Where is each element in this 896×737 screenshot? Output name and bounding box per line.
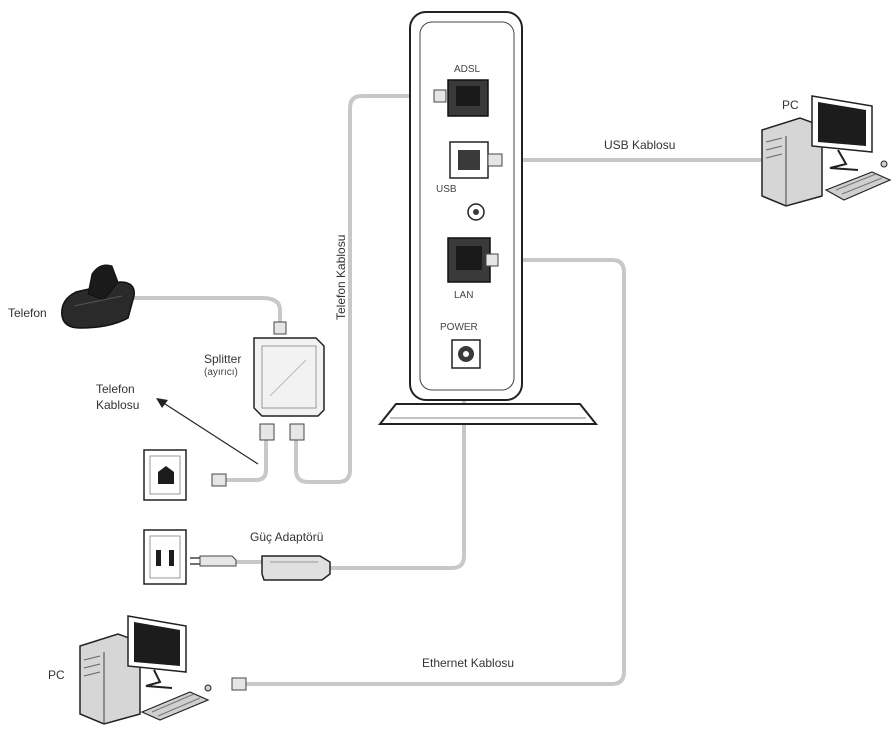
telefon-kablosu-label-line2: Kablosu <box>96 398 140 412</box>
power-adapter <box>261 555 331 581</box>
wall-phone-jack <box>143 449 227 501</box>
splitter-sublabel: (ayırıcı) <box>204 367 238 378</box>
splitter-wall-cable <box>224 438 268 482</box>
router-body <box>409 11 523 401</box>
telefon-label: Telefon <box>8 306 47 320</box>
ethernet-plug <box>231 677 247 691</box>
telephone <box>61 264 135 329</box>
cables <box>128 94 762 686</box>
pc-top-tower <box>761 117 823 207</box>
pc-bottom-keyboard <box>140 691 210 721</box>
pc-bottom-left <box>79 615 247 725</box>
telefon-kablosu-arrow <box>156 398 259 465</box>
modem-router <box>377 11 599 425</box>
ethernet-kablosu-label: Ethernet Kablosu <box>422 656 515 670</box>
wall-power-socket <box>143 529 237 585</box>
router-stand <box>377 403 599 425</box>
power-dc-cable <box>328 370 466 570</box>
lan-label: LAN <box>454 290 474 301</box>
pc-top-keyboard <box>824 171 892 201</box>
ethernet-cable <box>246 258 626 686</box>
pc-bottom-label: PC <box>48 668 65 682</box>
adsl-label: ADSL <box>454 64 481 75</box>
guc-adaptoru-label: Güç Adaptörü <box>250 530 324 544</box>
telefon-kablosu-label-line1: Telefon <box>96 382 135 396</box>
phone-handset-cable <box>128 296 282 324</box>
splitter-label: Splitter <box>204 352 242 366</box>
usb-label: USB <box>436 184 457 195</box>
splitter <box>253 321 325 441</box>
adsl-telephone-cable <box>294 94 447 484</box>
usb-kablosu-label: USB Kablosu <box>604 138 676 152</box>
power-label: POWER <box>440 322 478 333</box>
pc-top-label: PC <box>782 98 799 112</box>
telephone-base <box>61 281 135 329</box>
telephone-handset <box>87 264 119 301</box>
pc-top-right <box>761 95 892 207</box>
pc-bottom-tower <box>79 633 141 725</box>
telefon-kablosu-vertical-label: Telefon Kablosu <box>334 234 348 320</box>
